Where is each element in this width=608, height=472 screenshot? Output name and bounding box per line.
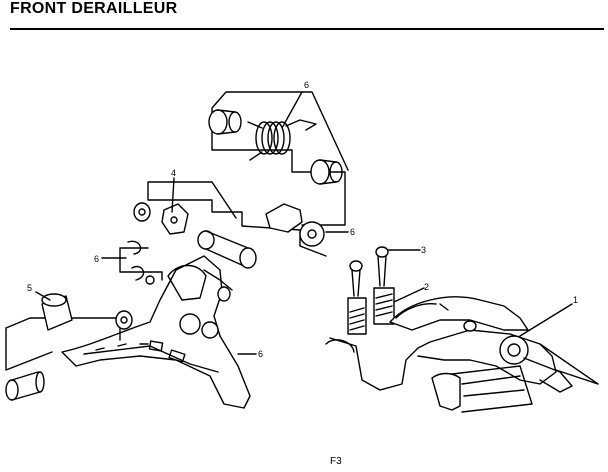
leader-line xyxy=(35,291,51,301)
clip-group-outline xyxy=(119,247,163,281)
pivot-bolt-part xyxy=(5,371,45,401)
plate-part xyxy=(161,203,189,235)
callout-number: 6 xyxy=(304,80,309,90)
torsion-spring-part xyxy=(247,119,317,161)
roller-part xyxy=(310,159,343,185)
page-title: FRONT DERAILLEUR xyxy=(10,0,178,17)
callout-number: 6 xyxy=(94,254,99,264)
clamp-band-part xyxy=(325,296,599,413)
leader-line xyxy=(171,177,175,213)
callout-number: 6 xyxy=(258,349,263,359)
link-group-outline xyxy=(147,181,327,257)
callout-number: 1 xyxy=(573,295,578,305)
bolt-group-outline xyxy=(5,317,121,371)
spring-group-outline xyxy=(211,91,349,226)
title-rule xyxy=(10,28,604,30)
limit-screw-part xyxy=(347,260,367,335)
callout-number: 2 xyxy=(424,282,429,292)
limit-screw-part xyxy=(373,246,395,325)
callout-number: 5 xyxy=(27,283,32,293)
washer-part xyxy=(133,202,151,222)
callout-number: 3 xyxy=(421,245,426,255)
leader-line xyxy=(519,303,573,337)
clip-part xyxy=(127,240,155,285)
leader-line xyxy=(281,91,303,129)
callout-number: 6 xyxy=(350,227,355,237)
leader-line xyxy=(393,287,425,303)
roller-part xyxy=(208,109,242,135)
figure-code: F3 xyxy=(330,456,342,467)
bushing-part xyxy=(41,293,73,331)
washer-part xyxy=(115,310,133,330)
derailleur-cage-part xyxy=(61,255,251,409)
callout-number: 4 xyxy=(171,168,176,178)
pin-part xyxy=(197,230,257,269)
adjuster-part xyxy=(265,203,325,247)
